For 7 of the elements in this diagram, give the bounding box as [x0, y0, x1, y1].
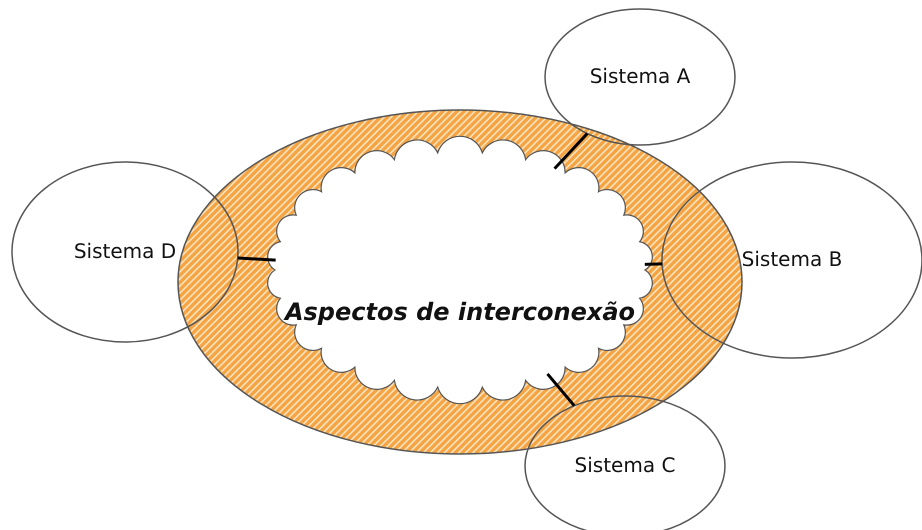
cloud-label: Aspectos de interconexão: [282, 298, 636, 326]
system-label: Sistema A: [588, 64, 692, 88]
system-label: Sistema B: [740, 247, 844, 271]
connector-line: [644, 262, 662, 266]
system-label: Sistema C: [574, 453, 676, 477]
system-label: Sistema D: [72, 239, 178, 263]
connector-line: [238, 256, 276, 262]
